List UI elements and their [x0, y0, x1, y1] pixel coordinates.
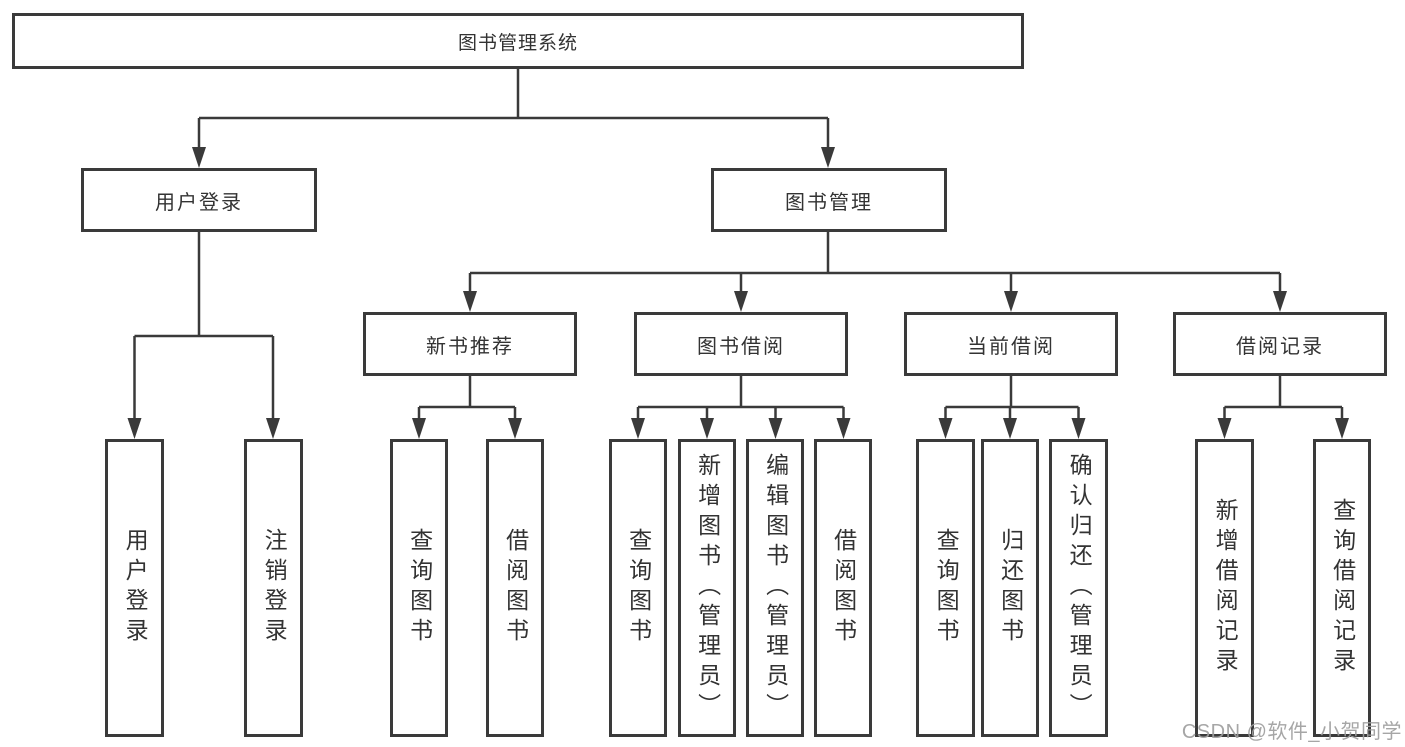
arrowhead	[1217, 418, 1232, 439]
arrowhead	[821, 147, 835, 168]
arrowhead	[734, 291, 748, 312]
arrowhead	[768, 418, 783, 439]
node-book-borrowing: 图书借阅	[634, 312, 848, 376]
node-leaf-cb-return-books: 归还图书	[981, 439, 1039, 737]
arrowhead	[1003, 418, 1017, 439]
arrowhead	[266, 418, 280, 439]
csdn-watermark: CSDN @软件_小贺同学	[1181, 721, 1402, 743]
node-leaf-bb-borrow-books: 借阅图书	[814, 439, 872, 737]
arrowhead	[1071, 418, 1086, 439]
arrowhead	[1004, 291, 1018, 312]
arrowhead	[1335, 418, 1349, 439]
connector-user-login-junction	[133, 232, 275, 422]
connector-root-junction	[197, 69, 830, 151]
node-current-borrowing: 当前借阅	[904, 312, 1118, 376]
node-leaf-bb-edit-books-admin: 编辑图书（管理员）	[746, 439, 804, 737]
node-leaf-nbr-query-books: 查询图书	[390, 439, 448, 737]
node-user-login-branch: 用户登录	[81, 168, 317, 232]
arrowhead	[631, 418, 645, 439]
arrowhead	[192, 147, 206, 168]
node-leaf-cb-confirm-return-admin: 确认归还（管理员）	[1049, 439, 1108, 737]
arrowhead	[508, 418, 522, 439]
arrowhead	[412, 418, 426, 439]
arrowhead	[700, 418, 714, 439]
node-leaf-br-query-record: 查询借阅记录	[1313, 439, 1371, 737]
node-leaf-bb-add-books-admin: 新增图书（管理员）	[678, 439, 736, 737]
connector-new-book-recommend-junction	[417, 376, 517, 422]
arrowhead	[1273, 291, 1287, 312]
arrowhead	[127, 418, 142, 439]
node-leaf-bb-query-books: 查询图书	[609, 439, 667, 737]
arrowhead	[836, 418, 851, 439]
node-leaf-nbr-borrow-books: 借阅图书	[486, 439, 544, 737]
arrowhead	[938, 418, 953, 439]
connector-borrowing-records-junction	[1223, 376, 1344, 422]
node-book-management-branch: 图书管理	[711, 168, 947, 232]
arrowhead	[463, 291, 477, 312]
node-leaf-cb-query-books: 查询图书	[916, 439, 975, 737]
connector-book-borrowing-junction	[636, 376, 845, 422]
node-leaf-user-login: 用户登录	[105, 439, 164, 737]
node-leaf-logout: 注销登录	[244, 439, 303, 737]
node-leaf-br-add-record: 新增借阅记录	[1195, 439, 1254, 737]
node-new-book-recommend: 新书推荐	[363, 312, 577, 376]
node-root-system: 图书管理系统	[12, 13, 1024, 69]
connector-current-borrowing-junction	[944, 376, 1080, 422]
connector-book-mgmt-junction	[468, 232, 1282, 295]
node-borrowing-records: 借阅记录	[1173, 312, 1387, 376]
